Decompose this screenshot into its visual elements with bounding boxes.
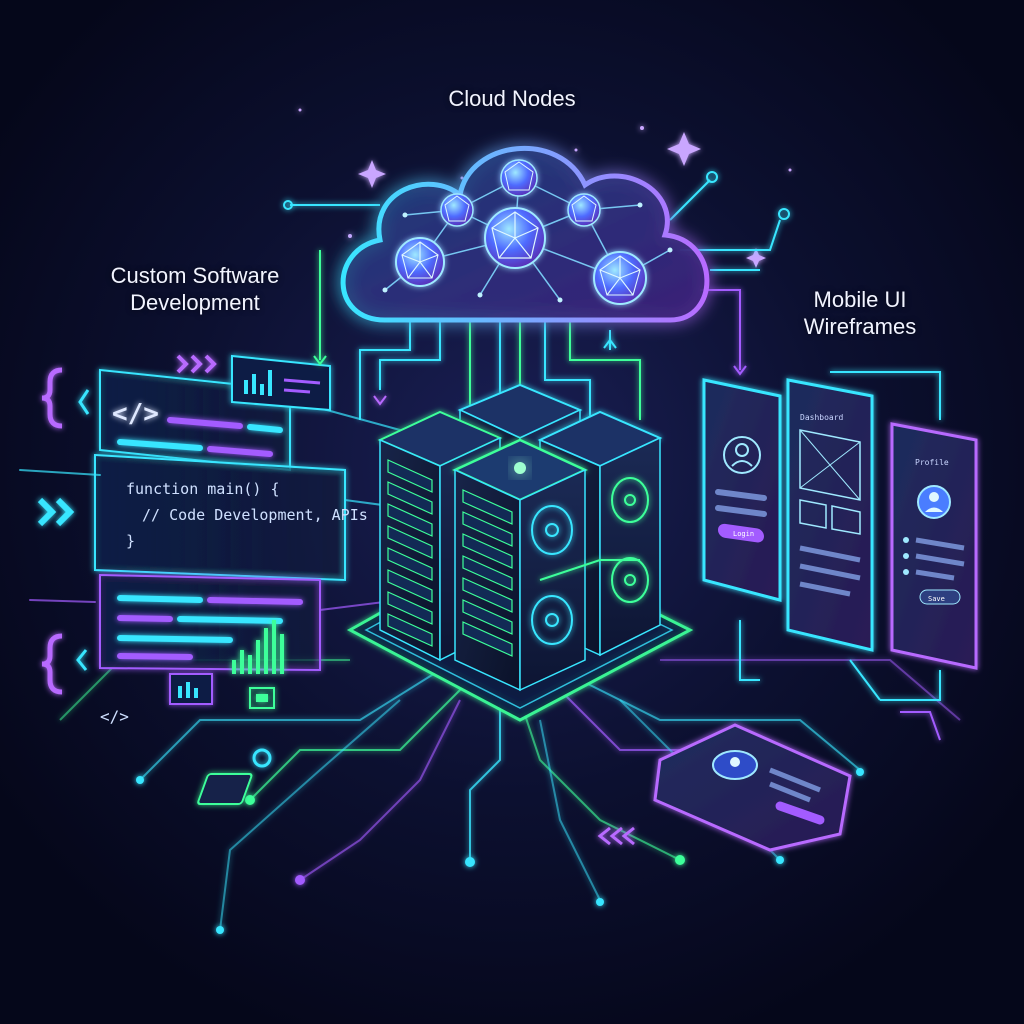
- chip-icon: [197, 773, 253, 805]
- server-slots: [387, 459, 433, 647]
- software-label: Custom Software Development: [60, 262, 330, 316]
- cloud-node: [395, 237, 445, 287]
- software-label-line1: Custom Software: [110, 263, 280, 288]
- server-link: [539, 559, 640, 581]
- cloud-nodes-label: Cloud Nodes: [412, 85, 612, 112]
- code-bracket-icon: [41, 367, 90, 695]
- phone-profile-button: Save: [928, 595, 945, 603]
- user-avatar-icon: [723, 436, 761, 474]
- cloud-node: [484, 207, 546, 269]
- code-line-1: function main() {: [126, 480, 280, 498]
- cloud-node: [440, 193, 474, 227]
- cloud-node: [500, 159, 538, 197]
- cloud-node: [593, 251, 647, 305]
- code-tag-small: </>: [100, 707, 129, 726]
- server-rack-front: [452, 438, 588, 692]
- code-line-2: // Code Development, APIs: [142, 506, 368, 524]
- user-avatar-icon: [712, 750, 758, 780]
- bar-chart-icon: [231, 354, 331, 412]
- server-fan-icon: [611, 477, 649, 603]
- mini-panel-icon: [169, 673, 275, 709]
- chevrons-top-icon: [176, 354, 217, 374]
- phone-login: [702, 378, 782, 602]
- cloud-node: [567, 193, 601, 227]
- code-panel-main: [94, 453, 346, 582]
- server-slots: [462, 489, 513, 657]
- cloud-connectors: [290, 179, 781, 440]
- code-tag: </>: [112, 399, 159, 429]
- phone-landscape: [653, 723, 852, 852]
- software-label-line2: Development: [130, 290, 260, 315]
- phone-profile: [890, 422, 978, 670]
- circuit-nodes: [136, 748, 864, 934]
- connector-endpoints: [283, 171, 790, 406]
- phone-dashboard-title: Dashboard: [800, 413, 844, 422]
- code-line-3: }: [126, 532, 135, 550]
- cloud-nodes-label-text: Cloud Nodes: [448, 86, 576, 111]
- sparkles: [298, 108, 792, 268]
- phone-dashboard: [786, 378, 874, 652]
- mobile-label-line2: Wireframes: [803, 314, 917, 339]
- user-avatar-icon: [917, 485, 951, 519]
- phone-profile-title: Profile: [915, 458, 949, 467]
- chevron-right-icon: [37, 497, 75, 527]
- mobile-label-line1: Mobile UI: [813, 287, 907, 312]
- server-fan-icon: [531, 505, 573, 645]
- mobile-label: Mobile UI Wireframes: [760, 286, 960, 340]
- phone-login-button: Login: [733, 530, 754, 538]
- chevrons-bottom-icon: [597, 826, 635, 846]
- cloud-nodes: [395, 159, 647, 305]
- bar-chart-small-icon: [232, 620, 284, 674]
- phone-connectors: [739, 371, 941, 741]
